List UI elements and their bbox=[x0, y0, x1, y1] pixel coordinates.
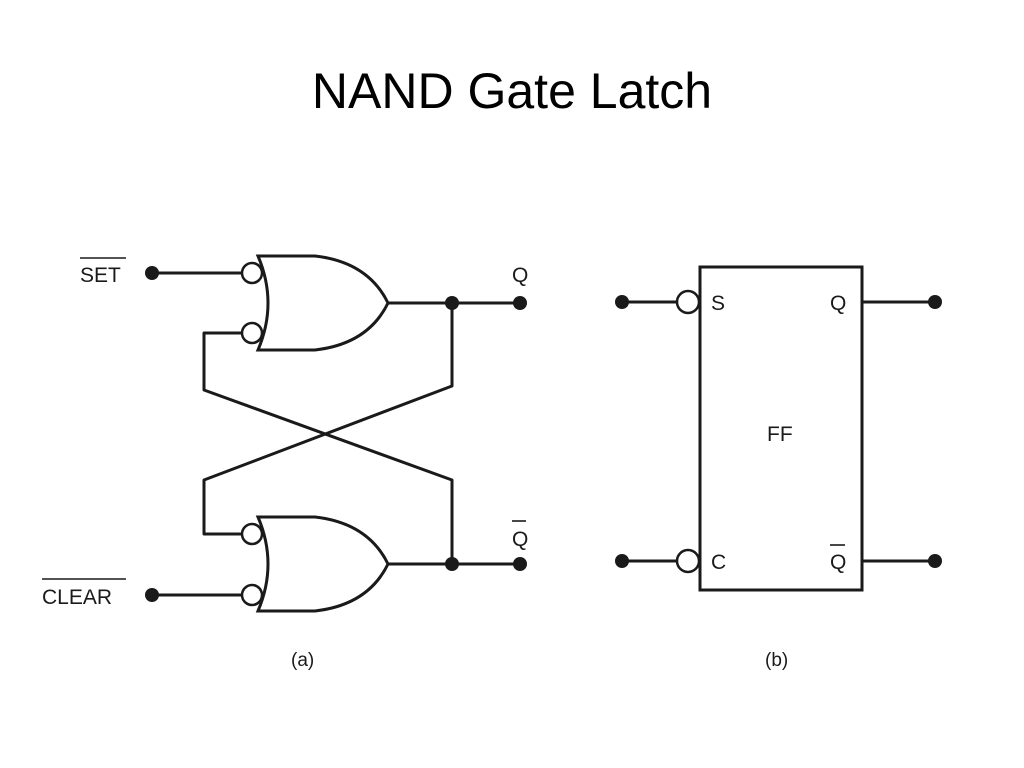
panel-a-caption: (a) bbox=[291, 650, 314, 671]
lower-nand-gate bbox=[255, 515, 390, 613]
upper-nand-gate bbox=[255, 254, 390, 352]
slide-title: NAND Gate Latch bbox=[311, 63, 713, 119]
upper-gate-input1-bubble bbox=[240, 261, 264, 285]
panel-b-ff-symbol: FF S C Q Q (b) bbox=[615, 265, 942, 671]
c-input-bubble bbox=[675, 548, 701, 574]
feedback-qbar-to-upper-gate bbox=[202, 331, 454, 564]
lower-gate-input1-bubble bbox=[240, 522, 264, 546]
s-label: S bbox=[711, 292, 725, 315]
q-output-terminal bbox=[513, 296, 527, 310]
ff-qbar-output-terminal bbox=[928, 554, 942, 568]
q-label: Q bbox=[512, 264, 528, 287]
ff-label: FF bbox=[767, 423, 793, 446]
ff-qbar-label: Q bbox=[830, 551, 846, 574]
qbar-label: Q bbox=[512, 528, 528, 551]
clear-label: CLEAR bbox=[42, 586, 112, 609]
lower-gate-input2-bubble bbox=[240, 583, 264, 607]
ff-q-output-terminal bbox=[928, 295, 942, 309]
panel-b-caption: (b) bbox=[765, 650, 788, 671]
ff-q-label: Q bbox=[830, 292, 846, 315]
ff-block bbox=[698, 265, 864, 592]
feedback-q-to-lower-gate bbox=[202, 303, 454, 536]
panel-a-latch-circuit: SET Q Q CLEAR (a) bbox=[42, 254, 528, 671]
upper-gate-input2-bubble bbox=[240, 321, 264, 345]
set-label: SET bbox=[80, 264, 121, 287]
qbar-output-terminal bbox=[513, 557, 527, 571]
s-input-bubble bbox=[675, 289, 701, 315]
c-label: C bbox=[711, 551, 726, 574]
